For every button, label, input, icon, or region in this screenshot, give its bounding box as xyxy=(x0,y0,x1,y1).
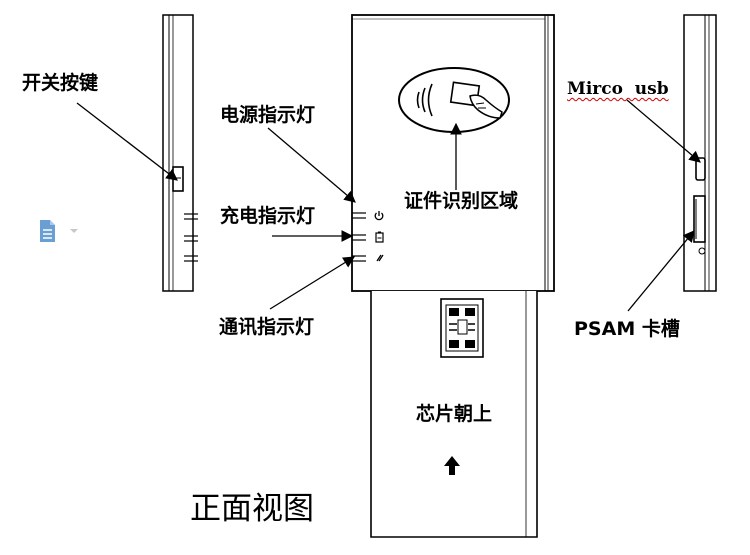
label-chip-up: 芯片朝上 xyxy=(416,403,493,425)
callout-arrows xyxy=(76,99,701,312)
card-insert xyxy=(370,291,538,538)
arrow-psam-slot xyxy=(627,230,695,312)
label-psam-slot: PSAM 卡槽 xyxy=(574,318,680,340)
label-power-led: 电源指示灯 xyxy=(220,104,316,126)
label-front-view: 正面视图 xyxy=(190,491,314,527)
arrow-comm-led xyxy=(269,256,355,310)
label-charge-led: 充电指示灯 xyxy=(220,205,316,227)
arrow-power-led xyxy=(267,127,356,203)
label-comm-led: 通讯指示灯 xyxy=(219,316,315,338)
document-icon xyxy=(40,220,78,242)
power-icon xyxy=(374,211,384,221)
left-side-view xyxy=(162,14,198,292)
up-arrow-icon xyxy=(444,456,460,475)
label-micro-usb: Mirco usb xyxy=(567,79,669,99)
arrow-power-button xyxy=(76,102,178,181)
front-led-group xyxy=(352,211,384,262)
signal-icon xyxy=(376,254,384,262)
micro-usb-port xyxy=(695,157,706,181)
front-body xyxy=(351,14,555,538)
psam-card-slot xyxy=(693,195,706,243)
label-power-button: 开关按键 xyxy=(22,72,99,94)
power-switch xyxy=(172,166,184,192)
sim-card-icon xyxy=(440,298,484,358)
arrow-micro-usb xyxy=(626,99,701,163)
label-id-area: 证件识别区域 xyxy=(404,190,519,212)
nfc-card-icon xyxy=(398,67,510,133)
battery-icon xyxy=(375,231,384,243)
